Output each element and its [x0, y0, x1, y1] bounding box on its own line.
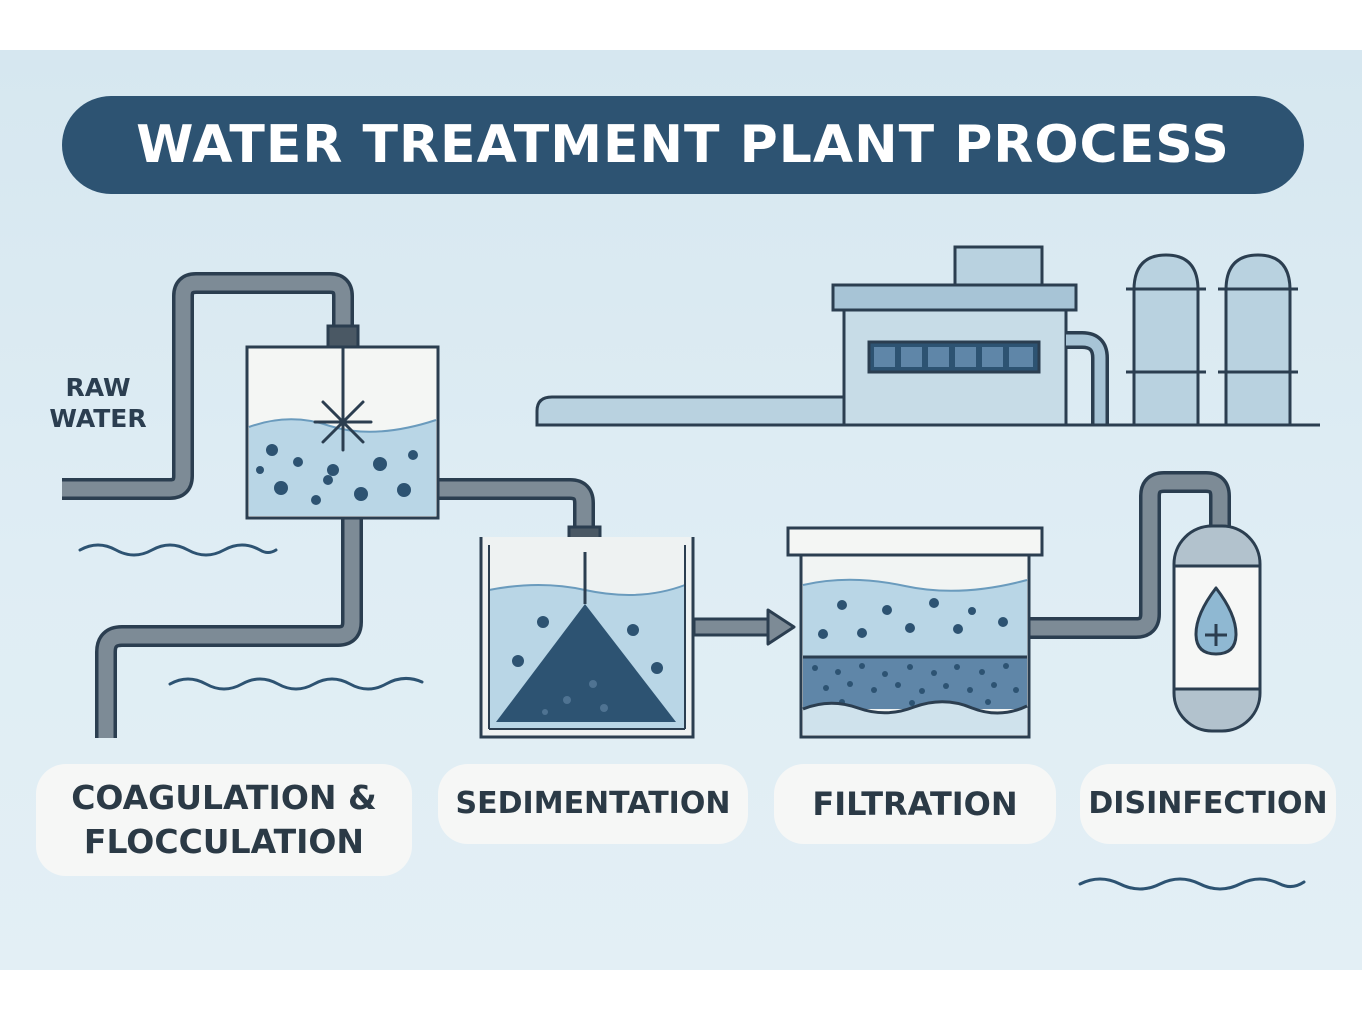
stage-label-disinfection-text: DISINFECTION — [1088, 786, 1328, 821]
treatment-plant-building — [535, 245, 1109, 427]
sedimentation-tank — [479, 537, 695, 739]
filtration-tank — [786, 526, 1044, 739]
inlet-nozzle — [326, 324, 360, 350]
storage-silos — [1126, 253, 1298, 427]
coag-outlet-pipe — [95, 518, 363, 738]
coagulation-floc-particles — [256, 444, 418, 505]
title-banner: WATER TREATMENT PLANT PROCESS — [62, 96, 1304, 194]
stage-label-coagulation-line1: COAGULATION & — [71, 778, 377, 817]
page-title: WATER TREATMENT PLANT PROCESS — [136, 115, 1230, 175]
disinfection-vessel — [1172, 524, 1262, 733]
coagulation-tank — [245, 345, 440, 520]
arrow-right-icon — [692, 608, 796, 646]
stage-label-coagulation: COAGULATION & FLOCCULATION — [36, 764, 412, 876]
raw-water-label-line1: RAW — [65, 373, 131, 402]
decorative-waves — [78, 543, 1306, 891]
stage-label-coagulation-line2: FLOCCULATION — [83, 822, 365, 861]
sediment-sludge-cone — [496, 604, 676, 722]
asterisk-mixer-icon — [313, 346, 373, 452]
stage-label-filtration: FILTRATION — [774, 764, 1056, 844]
raw-water-inlet-pipe — [62, 272, 354, 500]
coag-to-sed-pipe — [438, 478, 595, 530]
stage-label-sedimentation-text: SEDIMENTATION — [455, 786, 731, 821]
raw-water-label: RAW WATER — [40, 372, 156, 434]
stage-label-sedimentation: SEDIMENTATION — [438, 764, 748, 844]
stage-label-disinfection: DISINFECTION — [1080, 764, 1336, 844]
raw-water-label-line2: WATER — [49, 404, 147, 433]
water-drop-plus-icon — [1194, 586, 1238, 656]
filter-to-disinfection-pipe — [1028, 471, 1231, 639]
filtration-water-particles — [818, 598, 1008, 639]
stage-label-filtration-text: FILTRATION — [812, 785, 1018, 823]
